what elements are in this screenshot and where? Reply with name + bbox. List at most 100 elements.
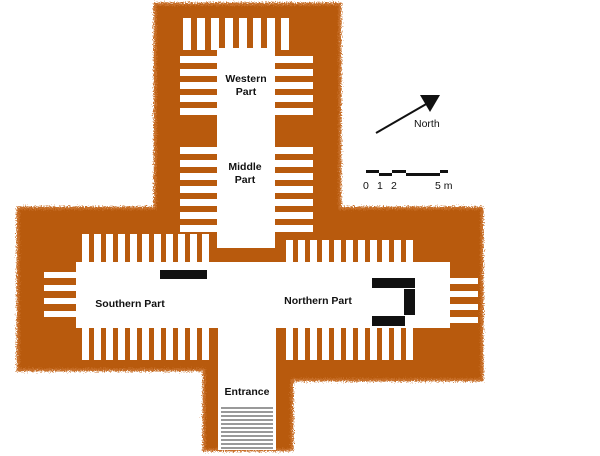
niche [286, 326, 293, 360]
niche [370, 326, 377, 360]
niche [275, 225, 313, 232]
niche [180, 225, 218, 232]
scale-tick-0: 0 [363, 180, 369, 192]
niche [202, 234, 209, 264]
niche [106, 234, 113, 264]
niche [94, 234, 101, 264]
niche [239, 18, 247, 50]
niche [448, 304, 478, 310]
niche [310, 240, 317, 264]
label-western-part-line1: Western [225, 73, 266, 85]
niche [118, 326, 125, 360]
niche [334, 240, 341, 264]
north-arrow-shaft [375, 102, 429, 134]
loculi-niches [44, 18, 478, 360]
niche [370, 240, 377, 264]
scale-tick-2: 2 [391, 180, 397, 192]
niche [253, 18, 261, 50]
niche [310, 326, 317, 360]
entrance-passage [218, 320, 276, 450]
scale-bar: 0 1 2 5 m [363, 170, 453, 192]
niche [190, 326, 197, 360]
entrance-stairs [221, 407, 273, 449]
niche [275, 160, 313, 167]
niche [211, 18, 219, 50]
tomb-block-southern [160, 270, 207, 279]
niche [142, 234, 149, 264]
niche [180, 199, 218, 206]
niche [180, 212, 218, 219]
niche [130, 326, 137, 360]
tomb-block-northern-side [404, 289, 415, 315]
niche [142, 326, 149, 360]
label-middle-part-line2: Part [235, 174, 256, 186]
north-arrow-head [420, 95, 440, 112]
niche [225, 18, 233, 50]
scale-tick-5m: 5 m [435, 180, 453, 192]
niche [154, 326, 161, 360]
niche [394, 326, 401, 360]
niche [202, 326, 209, 360]
scale-seg-2 [379, 173, 392, 176]
niche [130, 234, 137, 264]
niche [275, 199, 313, 206]
tomb-blocks [160, 270, 415, 326]
niche [178, 326, 185, 360]
niche [448, 291, 478, 297]
niche [275, 173, 313, 180]
niche [118, 234, 125, 264]
niche [298, 326, 305, 360]
niche [180, 147, 218, 154]
niche [322, 326, 329, 360]
niche [183, 18, 191, 50]
niche [197, 18, 205, 50]
scale-seg-4 [406, 173, 440, 176]
niche [275, 56, 313, 63]
niche [180, 108, 218, 115]
niche [286, 240, 293, 264]
niche [358, 240, 365, 264]
scale-seg-3 [392, 170, 406, 173]
niche [82, 326, 89, 360]
niche [180, 95, 218, 102]
niche [180, 69, 218, 76]
niche [346, 326, 353, 360]
scale-tick-1: 1 [377, 180, 383, 192]
niche [322, 240, 329, 264]
niche [406, 240, 413, 264]
niche [44, 298, 78, 304]
label-middle-part-line1: Middle [228, 161, 261, 173]
niche [448, 278, 478, 284]
niche [275, 108, 313, 115]
niche [94, 326, 101, 360]
niche [166, 326, 173, 360]
niche [382, 326, 389, 360]
label-southern-part: Southern Part [95, 298, 165, 310]
niche [275, 69, 313, 76]
label-entrance: Entrance [225, 386, 270, 398]
niche [166, 234, 173, 264]
niche [44, 272, 78, 278]
niche [406, 326, 413, 360]
scale-seg-1 [366, 170, 379, 173]
niche [358, 326, 365, 360]
niche [44, 311, 78, 317]
niche [180, 173, 218, 180]
niche [106, 326, 113, 360]
niche [275, 95, 313, 102]
niche [180, 82, 218, 89]
niche [275, 147, 313, 154]
niche [180, 160, 218, 167]
niche [281, 18, 289, 50]
niche [275, 186, 313, 193]
niche [44, 285, 78, 291]
tomb-block-northern-bottom [372, 316, 405, 326]
niche [334, 326, 341, 360]
north-arrow: North [375, 95, 440, 134]
niche [190, 234, 197, 264]
niche [82, 234, 89, 264]
niche [180, 56, 218, 63]
niche [448, 317, 478, 323]
niche [154, 234, 161, 264]
